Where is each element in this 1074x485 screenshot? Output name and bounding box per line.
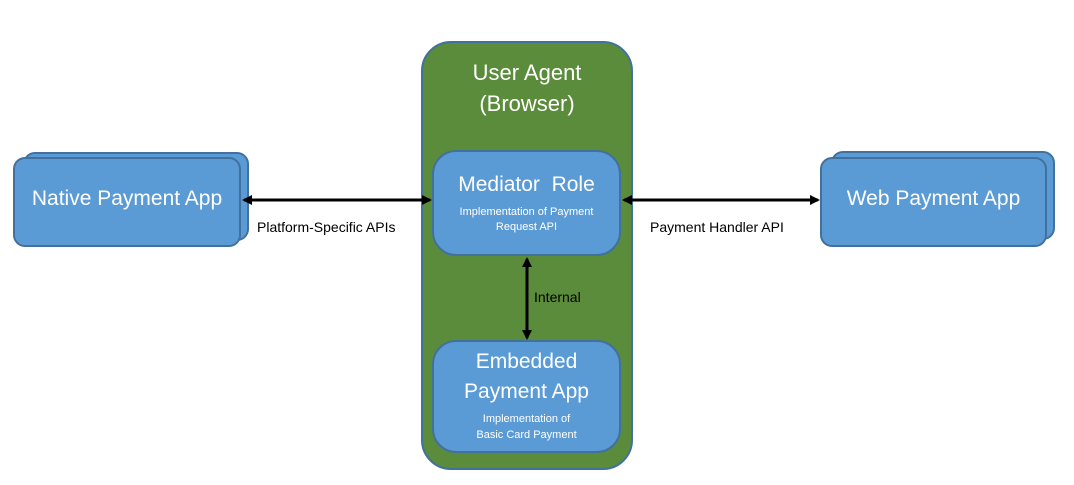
mediator-role-subtitle-line1: Implementation of Payment bbox=[459, 206, 594, 218]
embedded-subtitle-line1: Implementation of bbox=[482, 413, 571, 425]
web-payment-app-label: Web Payment App bbox=[846, 187, 1021, 210]
mediator-role-box: Mediator Role Implementation of Payment … bbox=[432, 150, 621, 256]
user-agent-title-line2: (Browser) bbox=[479, 91, 575, 116]
embedded-title-line2: Payment App bbox=[464, 380, 589, 403]
embedded-title-line1: Embedded bbox=[475, 350, 578, 373]
payment-handler-api-label: Payment Handler API bbox=[650, 219, 784, 235]
platform-specific-apis-label: Platform-Specific APIs bbox=[257, 219, 396, 235]
user-agent-title: User Agent (Browser) bbox=[423, 57, 631, 119]
web-payment-app-box: Web Payment App bbox=[820, 157, 1047, 247]
native-payment-app-box: Native Payment App bbox=[13, 157, 241, 247]
mediator-role-title: Mediator Role bbox=[458, 173, 595, 196]
mediator-role-subtitle-line2: Request API bbox=[495, 221, 558, 233]
internal-label: Internal bbox=[534, 289, 581, 305]
native-payment-app-label: Native Payment App bbox=[31, 187, 223, 210]
user-agent-title-line1: User Agent bbox=[472, 60, 582, 85]
embedded-subtitle-line2: Basic Card Payment bbox=[476, 429, 577, 441]
embedded-payment-app-box: Embedded Payment App Implementation of B… bbox=[432, 340, 621, 453]
